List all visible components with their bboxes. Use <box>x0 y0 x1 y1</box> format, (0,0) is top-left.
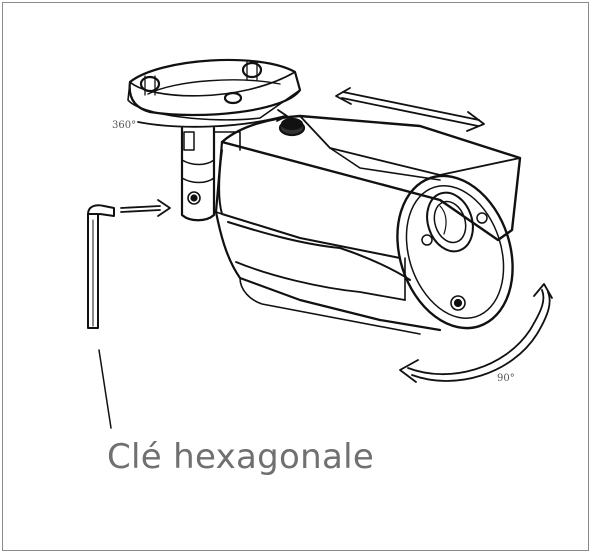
hex-key-icon <box>87 199 171 329</box>
rotation-arrow-horizontal <box>335 87 485 132</box>
pan-angle-label: 360° <box>112 120 136 131</box>
callout-leader-line <box>98 349 112 429</box>
camera-body <box>214 114 522 335</box>
tilt-rotation-arrow <box>399 283 553 383</box>
mount-base <box>127 58 302 121</box>
tilt-angle-label: 90° <box>497 373 515 384</box>
hex-key-label: Clé hexagonale <box>107 437 375 477</box>
mount-neck <box>180 126 241 222</box>
